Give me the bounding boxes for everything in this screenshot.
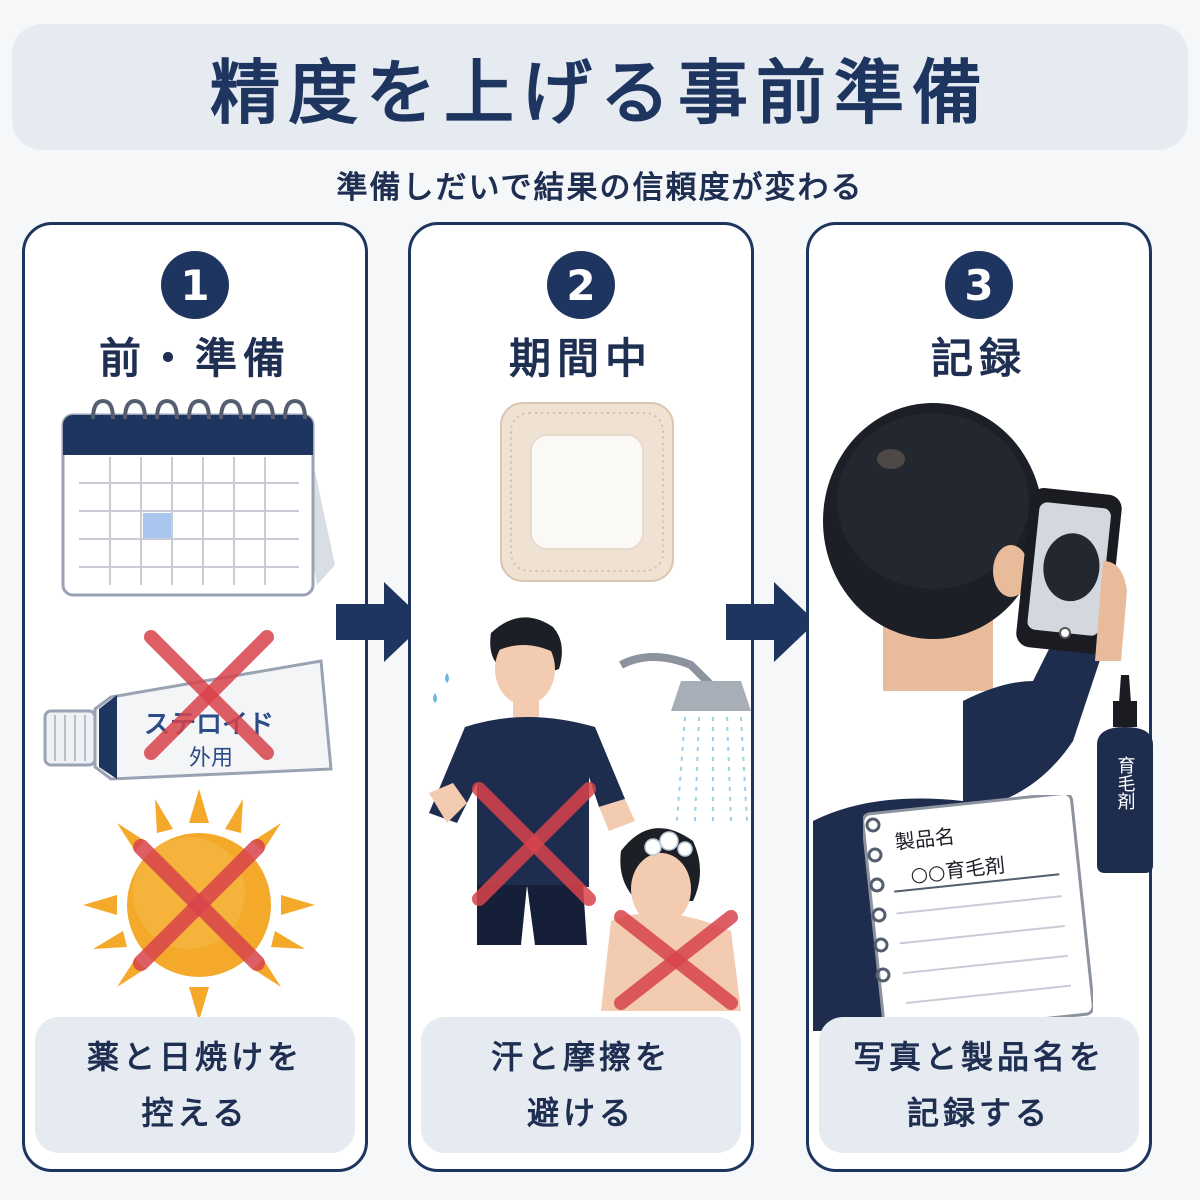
bottle-icon: 育毛剤 [1097, 675, 1153, 873]
page-title: 精度を上げる事前準備 [210, 51, 990, 134]
step-number-badge: 1 [161, 251, 229, 319]
ointment-sublabel: 外用 [189, 746, 233, 771]
page-subtitle: 準備しだいで結果の信頼度が変わる [336, 170, 864, 206]
step-card-2: 2 期間中 [408, 222, 754, 1172]
arrow-right-icon [726, 582, 816, 662]
caption-line-2: 避ける [526, 1094, 635, 1132]
step-title: 前・準備 [98, 334, 291, 383]
step-number-badge: 2 [547, 251, 615, 319]
shower-illustration [601, 653, 751, 1011]
caption-line-1: 薬と日焼けを [86, 1038, 303, 1076]
bandage-patch-icon [500, 402, 674, 582]
step-caption: 汗と摩擦を 避ける [421, 1017, 741, 1153]
calendar-icon [61, 398, 335, 597]
caption-line-1: 汗と摩擦を [490, 1038, 671, 1076]
caption-line-2: 控える [141, 1094, 249, 1132]
step-title: 記録 [930, 334, 1027, 383]
step-caption: 写真と製品名を 記録する [819, 1017, 1139, 1153]
title-banner: 精度を上げる事前準備 [12, 24, 1188, 150]
step-number-badge: 3 [945, 251, 1013, 319]
caption-line-1: 写真と製品名を [852, 1038, 1105, 1076]
runner-illustration [429, 617, 635, 945]
bottle-label: 育毛剤 [1115, 756, 1136, 810]
sun-icon [83, 789, 315, 1021]
prohibit-cross-icon [144, 630, 274, 760]
step-card-1: 1 前・準備 [22, 222, 368, 1172]
notebook-icon: 製品名 ○○育毛剤 [863, 795, 1093, 1035]
step-title: 期間中 [508, 334, 653, 383]
caption-line-2: 記録する [906, 1094, 1051, 1132]
step-card-3: 3 記録 育毛剤 製品名 ○○育毛剤 [806, 222, 1153, 1172]
arrow-right-icon [336, 582, 426, 662]
step-caption: 薬と日焼けを 控える [35, 1017, 355, 1153]
